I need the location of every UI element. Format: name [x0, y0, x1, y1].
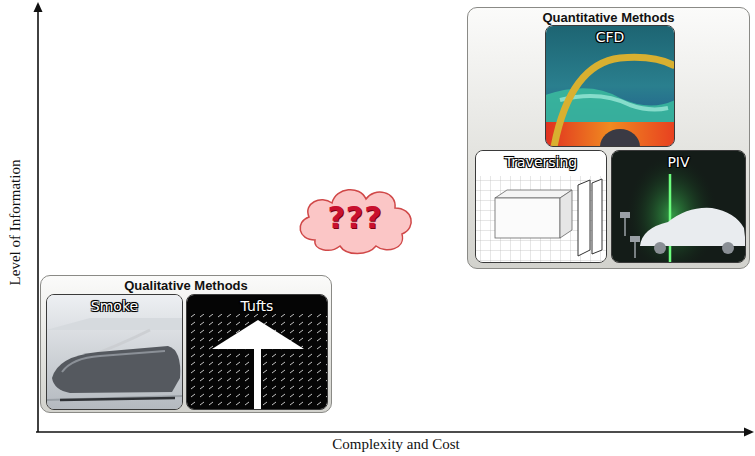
- cfd-picture: [546, 26, 674, 146]
- smoke-picture: [47, 295, 182, 409]
- tufts-picture: [187, 295, 327, 409]
- question-cloud: ???: [290, 178, 420, 256]
- method-group: Quantitative MethodsCFD Traversing PIV: [467, 7, 750, 269]
- piv-picture: [612, 151, 745, 262]
- method-panel: Traversing: [475, 150, 607, 263]
- cloud-shape: [300, 190, 411, 254]
- method-panel: Tufts: [186, 294, 328, 410]
- axis-label: Complexity and Cost: [332, 436, 460, 453]
- method-label: Traversing: [505, 154, 577, 170]
- axis-label: Level of Information: [8, 159, 25, 285]
- method-label: Tufts: [241, 298, 274, 314]
- method-panel: CFD: [545, 25, 675, 147]
- axes: [34, 2, 755, 437]
- method-label: Smoke: [91, 298, 138, 314]
- group-title: Qualitative Methods: [124, 278, 248, 293]
- method-label: CFD: [596, 29, 625, 45]
- method-panel: Smoke: [46, 294, 183, 410]
- method-panel: PIV: [611, 150, 746, 263]
- method-group: Qualitative MethodsSmoke Tufts: [40, 275, 332, 413]
- group-title: Quantitative Methods: [542, 10, 674, 25]
- method-label: PIV: [667, 154, 689, 170]
- question-marks: ???: [327, 200, 382, 235]
- traversing-picture: [476, 151, 606, 262]
